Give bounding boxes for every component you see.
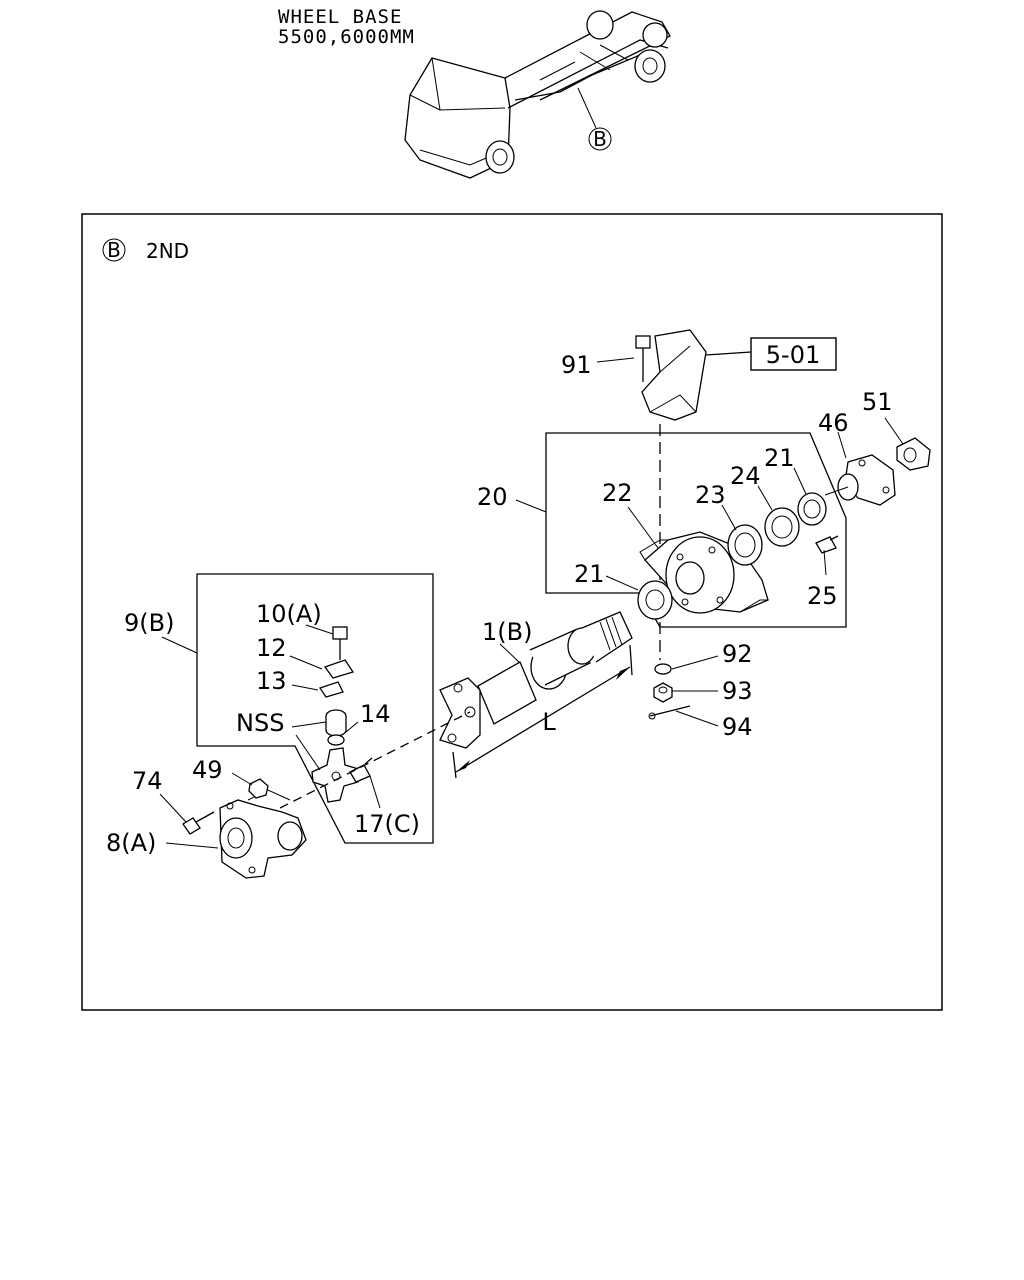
cotter-pin-94: [648, 705, 691, 720]
callout-14: 14: [360, 700, 391, 728]
truck-overview-illustration: [404, 10, 671, 179]
dimension-line-l: [452, 644, 633, 779]
callout-74: 74: [132, 767, 163, 795]
detail-title: 2ND: [146, 239, 189, 263]
propeller-shaft: [477, 611, 633, 725]
grease-fitting-25: [815, 535, 839, 554]
dimension-label: L: [542, 708, 556, 736]
center-bearing-group-box: [545, 432, 847, 628]
callout-10a: 10(A): [256, 600, 322, 628]
wheel-base-title: WHEEL BASE: [278, 6, 402, 28]
universal-joint-group-box: [196, 573, 434, 844]
washer-21-lower: [637, 580, 673, 620]
detail-marker-circle: [102, 238, 126, 262]
plate-13: [318, 681, 344, 698]
callout-17c: 17(C): [354, 810, 420, 838]
bolt-74-icon: [182, 811, 215, 835]
callout-94: 94: [722, 713, 753, 741]
detail-frame: [81, 213, 943, 1011]
callout-8a: 8(A): [106, 829, 156, 857]
view-marker-circle: [588, 127, 612, 151]
callout-9b: 9(B): [124, 609, 174, 637]
callout-nss: NSS: [236, 709, 284, 737]
nut-93: [653, 682, 673, 703]
callout-20: 20: [477, 483, 508, 511]
callout-93: 93: [722, 677, 753, 705]
callout-1b: 1(B): [482, 618, 532, 646]
callout-46: 46: [818, 409, 849, 437]
washer-92: [654, 663, 672, 675]
callout-12: 12: [256, 634, 287, 662]
callout-25: 25: [807, 582, 838, 610]
wheel-base-value: 5500,6000MM: [278, 26, 415, 48]
callout-22: 22: [602, 479, 633, 507]
reference-box-label: 5-01: [766, 341, 820, 369]
grease-nipple-17c: [349, 757, 373, 783]
detail-marker-label: B: [107, 238, 121, 262]
shaft-flange-yoke: [439, 677, 481, 749]
reference-box[interactable]: [750, 337, 837, 371]
companion-flange-46: [824, 454, 896, 506]
washer-21-upper: [797, 492, 827, 526]
leader-lines: [159, 357, 904, 849]
seal-24: [764, 507, 800, 547]
callout-92: 92: [722, 640, 753, 668]
bolt-10a-icon: [332, 626, 348, 660]
assembly-line-ujoint: [279, 711, 471, 809]
callout-21-upper: 21: [764, 444, 795, 472]
view-marker-label: B: [593, 127, 607, 151]
callout-13: 13: [256, 667, 287, 695]
bearing-cap-14: [325, 709, 347, 746]
callout-23: 23: [695, 481, 726, 509]
callout-91: 91: [561, 351, 592, 379]
nut-49: [248, 778, 269, 799]
flange-yoke-8a: [219, 789, 307, 879]
callout-49: 49: [192, 756, 223, 784]
callout-51: 51: [862, 388, 893, 416]
lock-plate-12: [323, 659, 355, 679]
hanger-bracket: [641, 329, 707, 421]
bearing-23: [727, 524, 763, 566]
bolt-91-icon: [635, 335, 651, 382]
callout-24: 24: [730, 462, 761, 490]
callout-21-lower: 21: [574, 560, 605, 588]
nut-51: [896, 437, 931, 471]
